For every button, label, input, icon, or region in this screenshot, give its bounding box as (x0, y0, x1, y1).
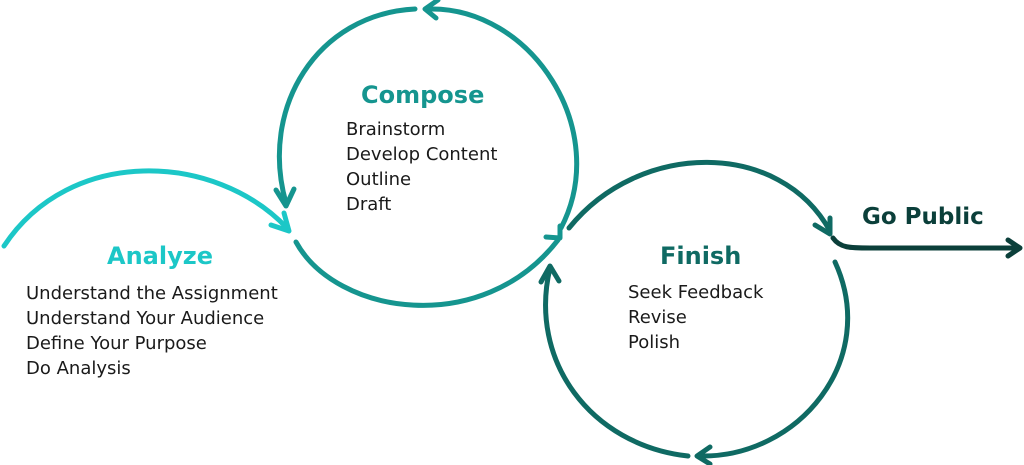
finish-item: Seek Feedback (628, 282, 764, 303)
analyze-item: Define Your Purpose (26, 333, 207, 354)
compose-item: Brainstorm (346, 119, 446, 140)
go-public-label: Go Public (862, 204, 984, 230)
finish-right-arc (697, 259, 851, 459)
finish-top-arrowhead (812, 215, 833, 237)
compose-item: Outline (346, 169, 412, 190)
go-public-line (830, 235, 1021, 251)
compose-left-arc (276, 6, 418, 206)
compose-top-arrowhead (422, 0, 441, 21)
compose-item: Develop Content (346, 144, 498, 165)
finish-left-arrowhead (538, 263, 562, 285)
finish-item-list: Seek Feedback Revise Polish (628, 280, 763, 355)
compose-item: Draft (346, 194, 392, 215)
finish-bottom-arrowhead (694, 444, 713, 465)
analyze-item: Understand the Assignment (26, 283, 278, 304)
compose-left-arrowhead (273, 186, 297, 209)
finish-item: Polish (628, 332, 681, 353)
finish-left-arc (543, 265, 691, 459)
analyze-item: Understand Your Audience (26, 308, 265, 329)
analyze-arc (1, 168, 290, 249)
go-public-arrowhead (1005, 237, 1023, 259)
finish-top-arc (566, 160, 833, 234)
finish-item: Revise (628, 307, 687, 328)
analyze-title: Analyze (107, 242, 213, 270)
analyze-item: Do Analysis (26, 358, 131, 379)
compose-item-list: Brainstorm Develop Content Outline Draft (346, 117, 497, 217)
analyze-arrowhead (268, 210, 292, 234)
compose-upper-arc (425, 6, 580, 231)
compose-bottom-arc (293, 237, 561, 308)
compose-title: Compose (361, 81, 485, 109)
compose-bottom-arrowhead (543, 223, 563, 241)
finish-title: Finish (660, 242, 742, 270)
analyze-item-list: Understand the Assignment Understand You… (26, 281, 278, 381)
